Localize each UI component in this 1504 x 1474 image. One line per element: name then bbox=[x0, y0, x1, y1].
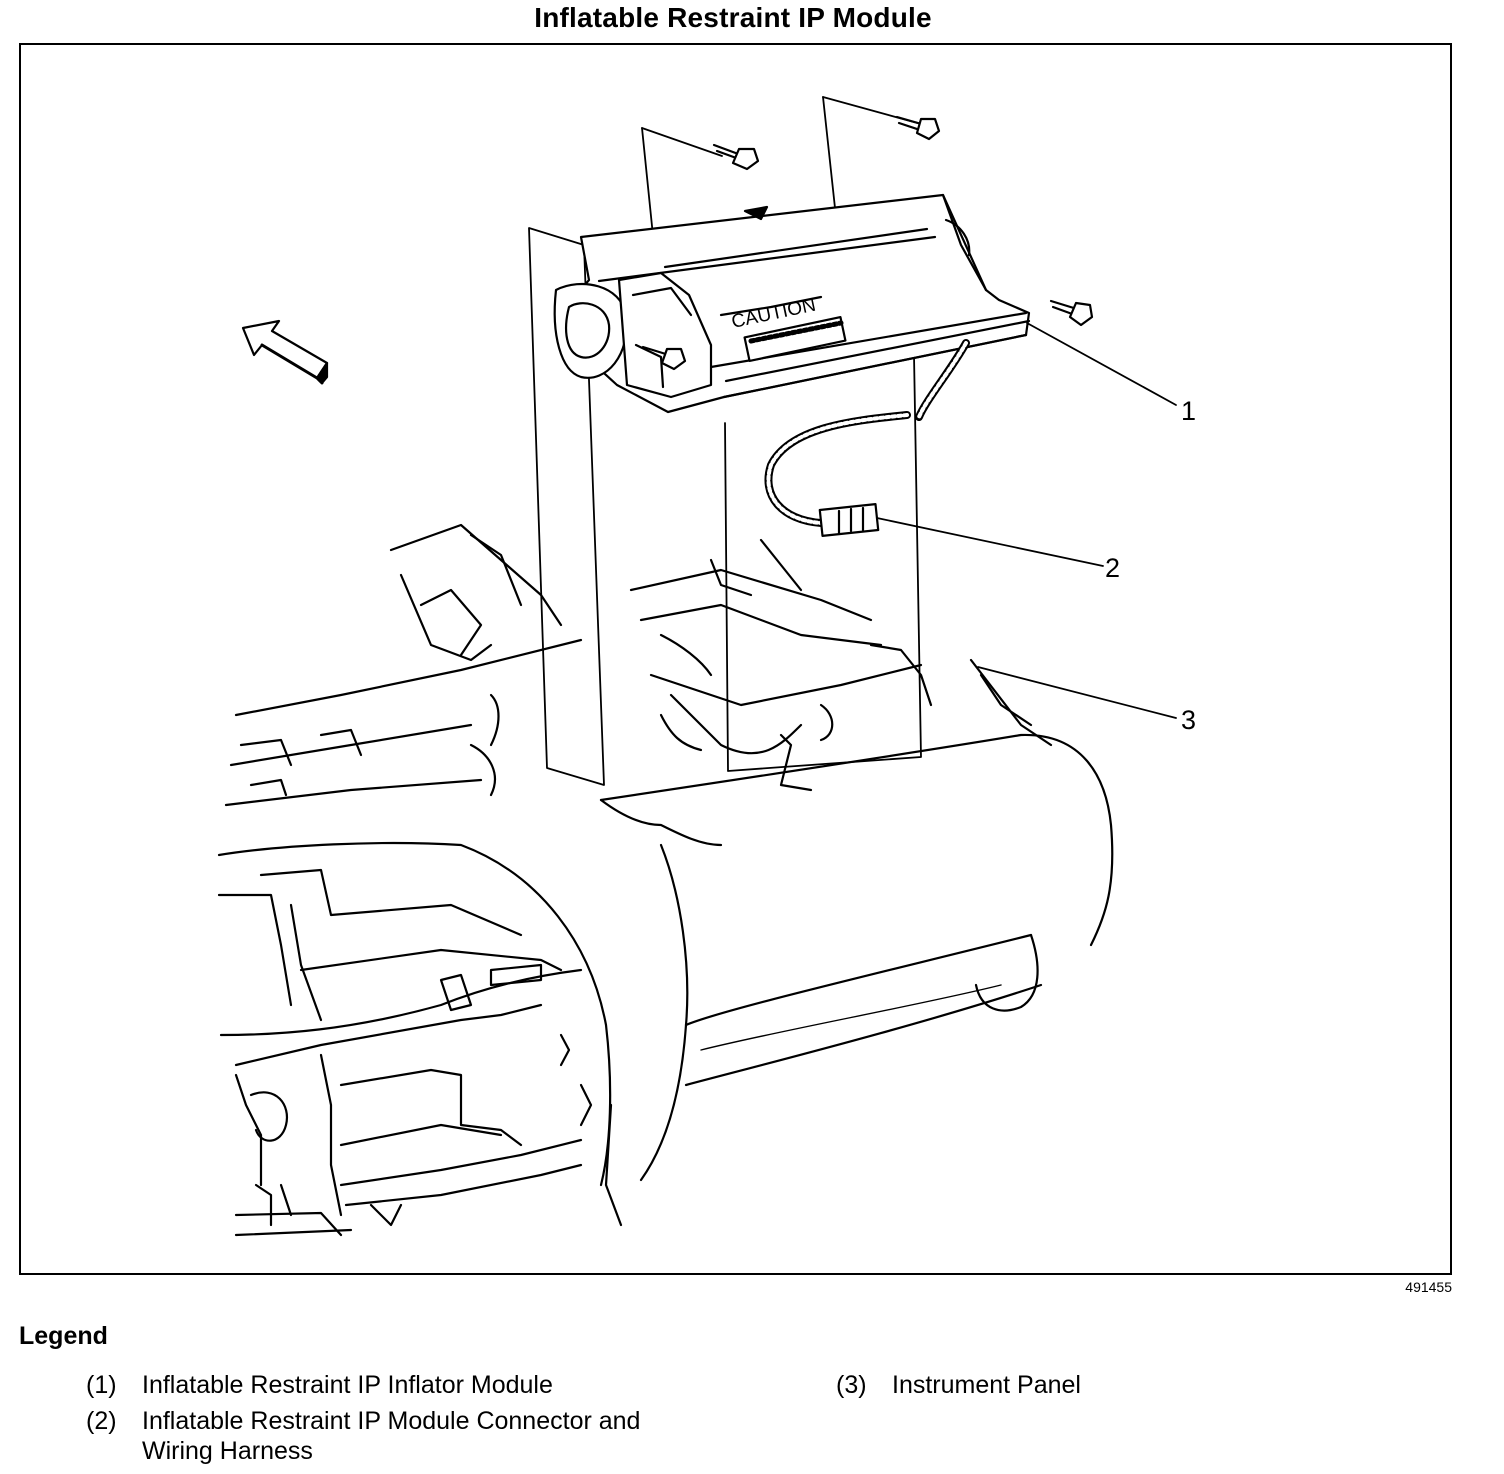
legend-item-number: (2) bbox=[86, 1407, 117, 1435]
wiring-harness bbox=[764, 339, 970, 537]
bolt-icon bbox=[1049, 299, 1094, 327]
callout-1: 1 bbox=[1181, 396, 1197, 426]
leader-line-3 bbox=[977, 666, 1177, 719]
inflator-module: CAUTION bbox=[553, 193, 1031, 414]
legend-heading: Legend bbox=[19, 1322, 108, 1350]
bolt-icon bbox=[641, 345, 687, 371]
legend-item: (2) Inflatable Restraint IP Module Conne… bbox=[86, 1406, 682, 1466]
exploded-view-drawing: CAUTION bbox=[217, 96, 1177, 1237]
callout-2: 2 bbox=[1105, 553, 1121, 583]
figure-id: 491455 bbox=[1405, 1279, 1452, 1295]
legend-column-right: (3) Instrument Panel bbox=[836, 1370, 1292, 1406]
legend-item: (3) Instrument Panel bbox=[836, 1370, 1292, 1400]
alignment-planes bbox=[528, 96, 922, 786]
legend-item-text: Instrument Panel bbox=[892, 1371, 1081, 1399]
leader-line-1 bbox=[1026, 322, 1177, 406]
lower-panel bbox=[217, 841, 612, 1237]
diagram-title: Inflatable Restraint IP Module bbox=[534, 2, 932, 33]
legend-column-left: (1) Inflatable Restraint IP Inflator Mod… bbox=[86, 1370, 682, 1472]
legend-item-text: Inflatable Restraint IP Inflator Module bbox=[142, 1371, 553, 1399]
callout-3: 3 bbox=[1181, 705, 1197, 735]
legend-item-number: (3) bbox=[836, 1371, 867, 1399]
legend-item-number: (1) bbox=[86, 1371, 117, 1399]
leader-line-2 bbox=[876, 517, 1104, 567]
figure-frame: CAUTION bbox=[19, 43, 1452, 1275]
legend-item: (1) Inflatable Restraint IP Inflator Mod… bbox=[86, 1370, 682, 1400]
bolt-icon bbox=[712, 143, 760, 171]
leader-lines bbox=[876, 322, 1177, 719]
bolt-icon bbox=[895, 115, 941, 141]
instrument-panel bbox=[224, 523, 1114, 1227]
direction-arrow-icon bbox=[241, 319, 329, 385]
legend-item-text: Inflatable Restraint IP Module Connector… bbox=[142, 1407, 641, 1465]
